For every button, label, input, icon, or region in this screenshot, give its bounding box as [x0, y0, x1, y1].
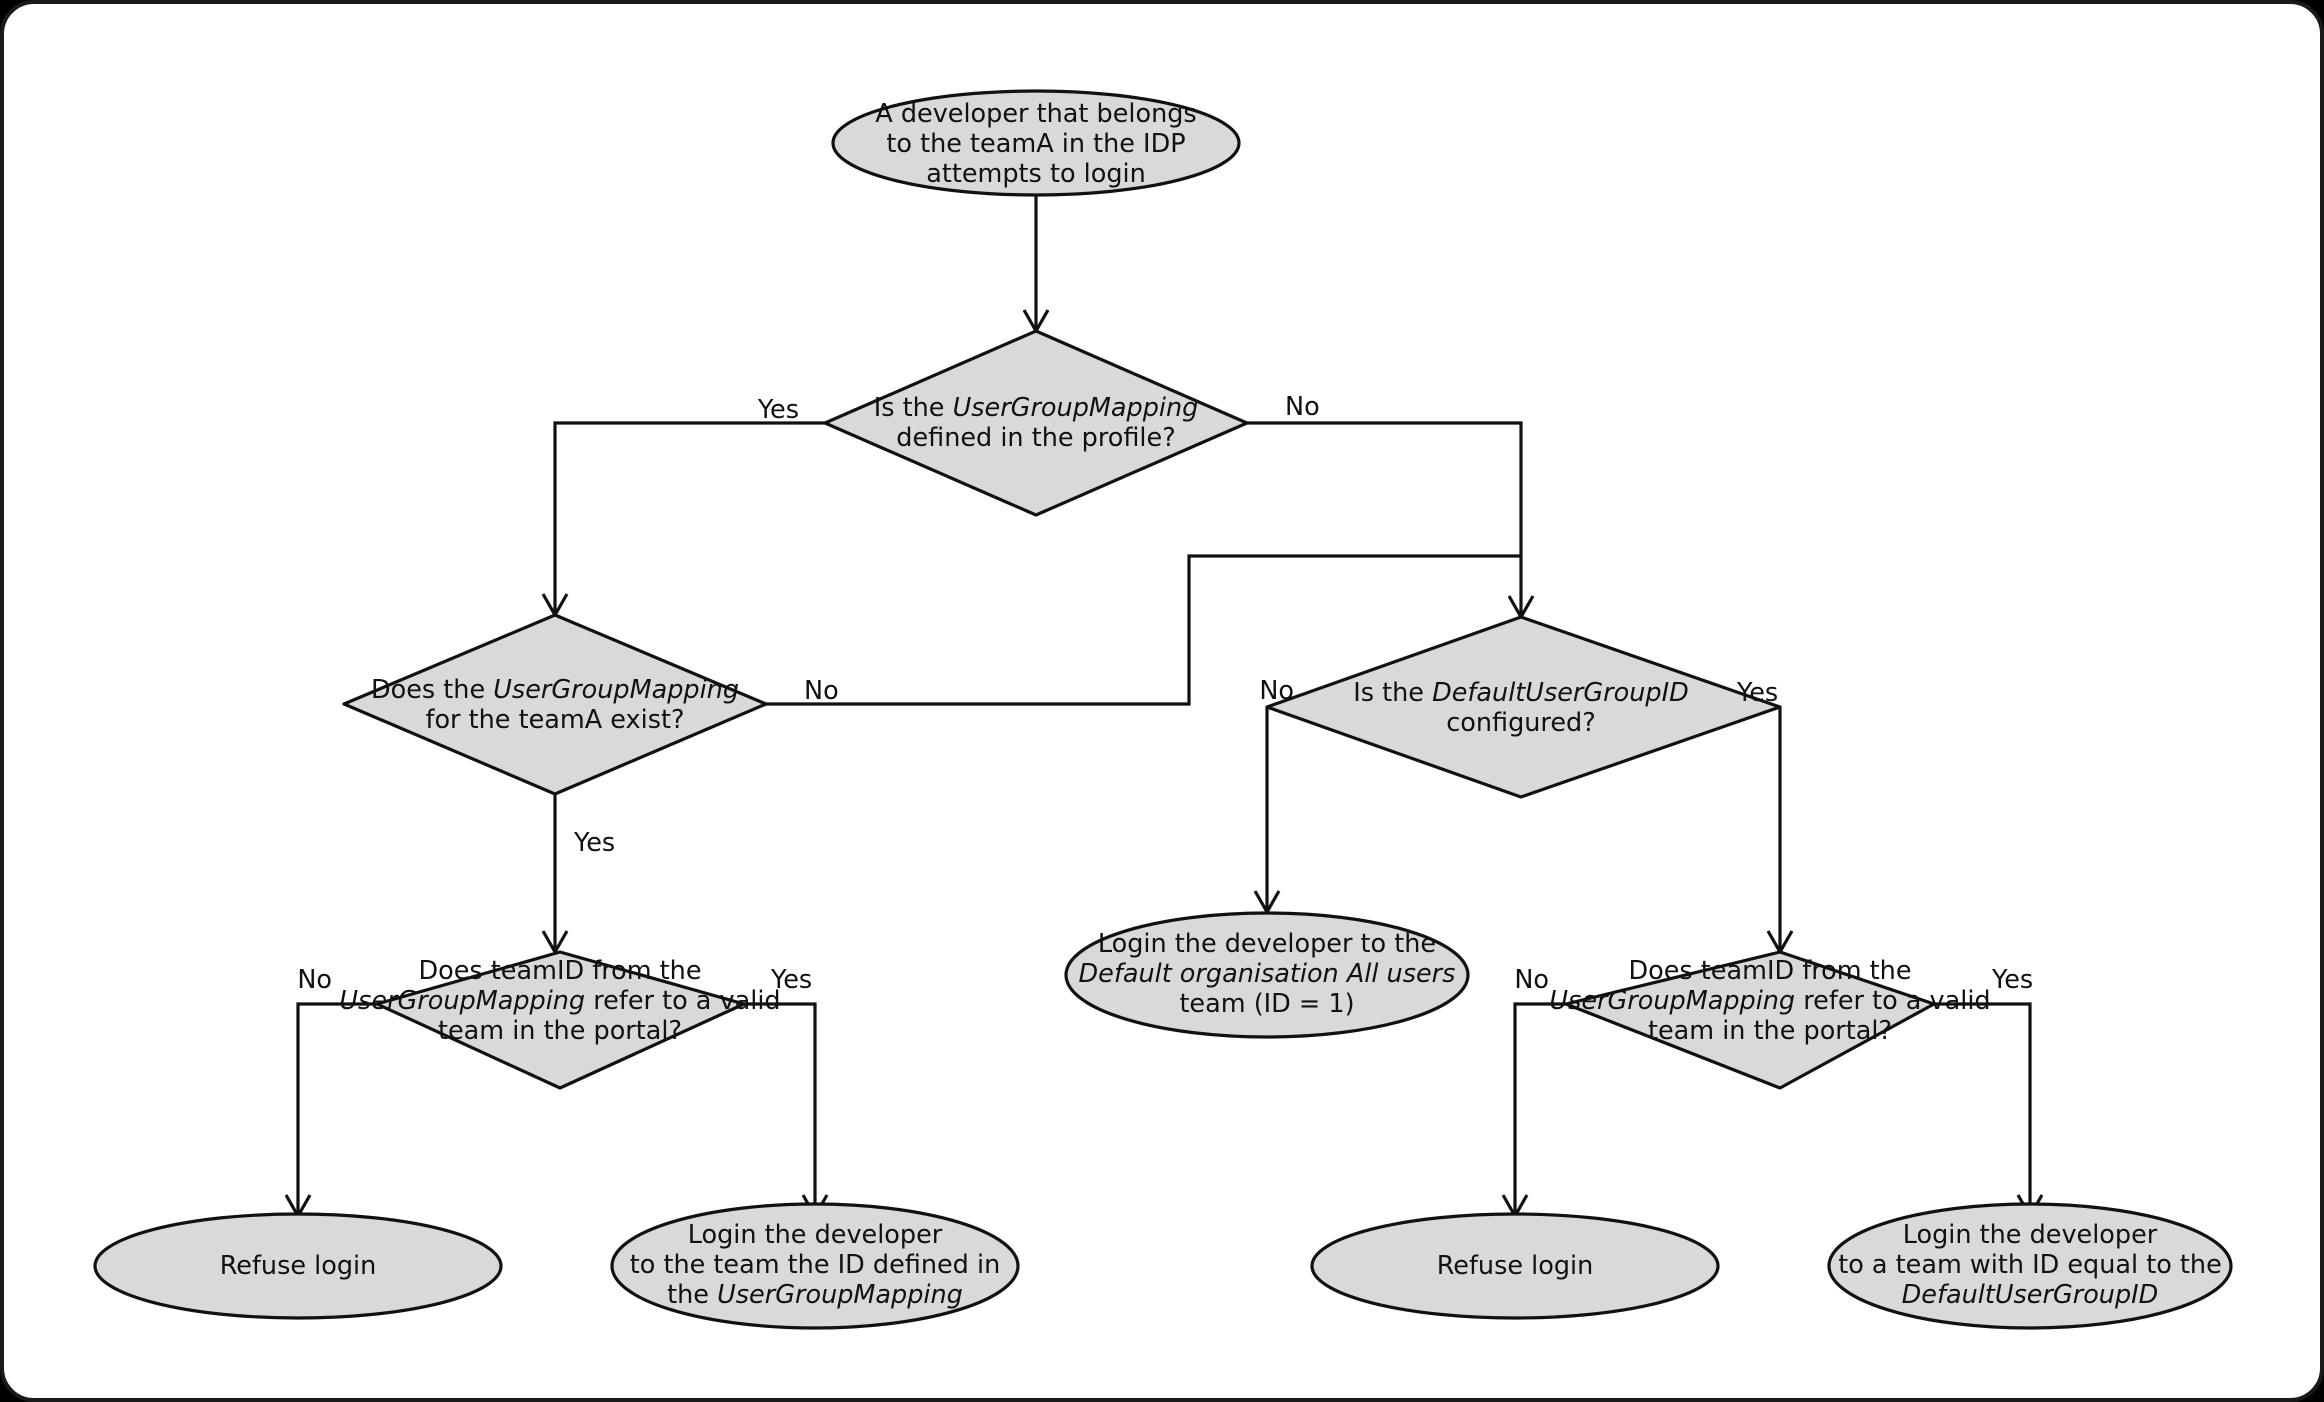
start-line-1: A developer that belongs [875, 99, 1196, 129]
d1-line-2: defined in the profile? [896, 423, 1175, 453]
edge-label-d5-no: No [1514, 965, 1549, 995]
default-org-line-2: Default organisation All users [1079, 959, 1456, 989]
d4-line-2: UserGroupMapping refer to a valid [339, 986, 780, 1016]
d1-line-1: Is the UserGroupMapping [874, 393, 1199, 423]
d3-line-2: configured? [1446, 708, 1596, 738]
refuse-right-label: Refuse login [1437, 1251, 1594, 1281]
refuse-right-ellipse [1310, 1212, 1720, 1320]
refuse-left-ellipse [93, 1212, 503, 1320]
edge-d5-no-to-refuse [1513, 1002, 1566, 1213]
login-mapping-line-1: Login the developer [688, 1220, 943, 1250]
login-mapping-ellipse [610, 1202, 1020, 1330]
flowchart-canvas: A developer that belongs to the teamA in… [93, 89, 2233, 1330]
d2-line-2: for the teamA exist? [425, 705, 684, 735]
login-default-line-2: to a team with ID equal to the [1838, 1250, 2222, 1280]
node-refuse-login-left[interactable]: Refuse login [93, 1212, 503, 1320]
edge-label-d2-yes: Yes [573, 828, 615, 858]
node-decision-usergroupmapping-defined[interactable]: Is the UserGroupMapping defined in the p… [823, 329, 1249, 517]
d5-line-2: UserGroupMapping refer to a valid [1549, 986, 1990, 1016]
node-refuse-login-right[interactable]: Refuse login [1310, 1212, 1720, 1320]
default-org-line-1: Login the developer to the [1098, 929, 1436, 959]
start-line-3: attempts to login [926, 159, 1146, 189]
login-default-line-1: Login the developer [1903, 1220, 2158, 1250]
edge-label-d4-no: No [297, 965, 332, 995]
refuse-left-label: Refuse login [220, 1251, 377, 1281]
default-org-ellipse [1064, 911, 1470, 1039]
edge-d5-yes-to-login-default [1934, 1002, 2032, 1213]
edge-labels: Yes No No Yes No Yes No Yes No Yes [297, 392, 2033, 995]
edge-d4-yes-to-login-mapping [744, 1002, 817, 1213]
node-login-usergroupmapping-team[interactable]: Login the developer to the team the ID d… [610, 1202, 1020, 1330]
edge-label-d1-no: No [1285, 392, 1320, 422]
login-default-ellipse [1827, 1202, 2233, 1330]
edge-label-d4-yes: Yes [770, 965, 812, 995]
login-mapping-line-3: the UserGroupMapping [667, 1280, 963, 1310]
d2-line-1: Does the UserGroupMapping [371, 675, 739, 705]
d4-diamond [375, 950, 746, 1090]
node-decision-teamid-valid-left[interactable]: Does teamID from the UserGroupMapping re… [339, 950, 781, 1090]
node-start[interactable]: A developer that belongs to the teamA in… [831, 89, 1241, 197]
node-decision-mapping-for-teama-exists[interactable]: Does the UserGroupMapping for the teamA … [342, 613, 768, 796]
edge-label-d2-no: No [804, 676, 839, 706]
node-decision-defaultusergroupid-configured[interactable]: Is the DefaultUserGroupID configured? [1265, 615, 1782, 799]
edge-label-d5-yes: Yes [1991, 965, 2033, 995]
d4-line-1: Does teamID from the [418, 956, 701, 986]
login-default-line-3: DefaultUserGroupID [1902, 1280, 2159, 1310]
d3-line-1: Is the DefaultUserGroupID [1353, 678, 1689, 708]
d4-line-3: team in the portal? [438, 1016, 682, 1046]
start-line-2: to the teamA in the IDP [886, 129, 1185, 159]
start-ellipse [831, 89, 1241, 197]
d5-diamond [1564, 950, 1936, 1090]
edge-d1-yes-to-d2 [553, 421, 825, 612]
d2-diamond [342, 613, 768, 796]
node-decision-teamid-valid-right[interactable]: Does teamID from the UserGroupMapping re… [1549, 950, 1991, 1090]
login-mapping-line-2: to the team the ID defined in [630, 1250, 1000, 1280]
edge-label-d3-yes: Yes [1736, 678, 1778, 708]
d3-diamond [1265, 615, 1782, 799]
d1-diamond [823, 329, 1249, 517]
edge-d1-no-to-d3 [1247, 421, 1523, 614]
edge-d4-no-to-refuse [296, 1002, 377, 1213]
default-org-line-3: team (ID = 1) [1179, 989, 1354, 1019]
d5-line-3: team in the portal? [1648, 1016, 1892, 1046]
node-login-default-organisation[interactable]: Login the developer to the Default organ… [1064, 911, 1470, 1039]
node-login-defaultusergroupid-team[interactable]: Login the developer to a team with ID eq… [1827, 1202, 2233, 1330]
d5-line-1: Does teamID from the [1628, 956, 1911, 986]
edge-label-d3-no: No [1259, 676, 1294, 706]
edge-d2-no-to-d3 [766, 554, 1522, 706]
edge-label-d1-yes: Yes [757, 395, 799, 425]
